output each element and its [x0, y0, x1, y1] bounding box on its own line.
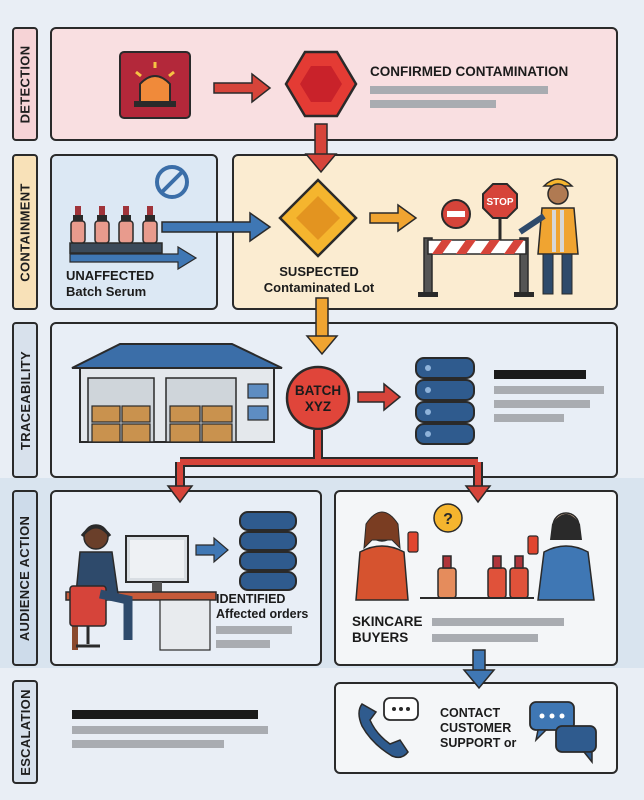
- arrow-unaffected-conveyor: [69, 245, 198, 271]
- lane-containment: CONTAINMENT: [12, 154, 38, 310]
- unaffected-line-1: UNAFFECTED: [66, 268, 155, 283]
- buyers-label: SKINCARE BUYERS: [352, 614, 423, 646]
- identified-label: IDENTIFIED Affected orders: [216, 592, 308, 622]
- safety-worker-icon: [518, 178, 579, 295]
- contact-label: CONTACT CUSTOMER SUPPORT or: [440, 706, 516, 751]
- detection-placeholder-line-2: [370, 100, 496, 108]
- contact-line-2: CUSTOMER: [440, 721, 512, 735]
- trace-placeholder-line-2: [494, 400, 590, 408]
- support-agent-icon: [65, 524, 217, 651]
- arrow-unaffected-to-suspected: [161, 211, 272, 243]
- arrow-containment-to-traceability: [305, 297, 339, 356]
- lane-detection: DETECTION: [12, 27, 38, 141]
- buyers-line-1: SKINCARE: [352, 614, 423, 629]
- warehouse-icon: [71, 343, 283, 443]
- unaffected-line-2: Batch Serum: [66, 284, 147, 299]
- warning-diamond-icon: [278, 178, 358, 258]
- escalation-placeholder-line-2: [72, 740, 224, 748]
- stop-sign-text: STOP: [486, 197, 513, 208]
- trace-placeholder-bar: [494, 370, 586, 379]
- identified-line-1: IDENTIFIED: [216, 592, 286, 606]
- unaffected-label: UNAFFECTED Batch Serum: [66, 268, 154, 300]
- detection-placeholder-line-1: [370, 86, 548, 94]
- arrow-alarm-to-hexagon: [213, 72, 272, 104]
- contamination-hexagon-icon: [284, 50, 358, 118]
- batch-line-2: XYZ: [304, 399, 332, 414]
- arrow-detection-to-containment: [304, 123, 338, 174]
- lane-traceability: TRACEABILITY: [12, 322, 38, 478]
- suspected-label: SUSPECTED Contaminated Lot: [252, 264, 386, 296]
- road-barrier-icon: [418, 237, 534, 297]
- arrow-buyers-to-contact: [462, 649, 496, 690]
- identified-placeholder-line-2: [216, 640, 270, 648]
- prohibited-icon: [155, 165, 189, 199]
- stop-sign-icon: STOP: [482, 183, 518, 240]
- phone-icon: [358, 697, 419, 759]
- detection-title: CONFIRMED CONTAMINATION: [370, 64, 569, 79]
- escalation-placeholder-bar: [72, 710, 258, 719]
- arrow-batch-to-database: [357, 382, 402, 412]
- alarm-siren-icon: [119, 51, 191, 119]
- no-entry-sign-icon: [441, 199, 471, 229]
- lane-escalation: ESCALATION: [12, 680, 38, 784]
- trace-placeholder-line-3: [494, 414, 564, 422]
- escalation-placeholder-line-1: [72, 726, 268, 734]
- batch-circle-icon: [285, 365, 351, 431]
- skincare-buyers-illustration: ?: [355, 503, 595, 601]
- suspected-line-1: SUSPECTED: [279, 264, 359, 279]
- trace-placeholder-line-1: [494, 386, 604, 394]
- buyers-placeholder-line-2: [432, 634, 538, 642]
- suspected-line-2: Contaminated Lot: [263, 280, 375, 295]
- identified-line-2: Affected orders: [216, 607, 309, 621]
- buyers-line-2: BUYERS: [352, 630, 409, 645]
- contact-line-1: CONTACT: [440, 706, 501, 720]
- arrow-agent-to-database: [195, 536, 229, 564]
- serum-bottles-icon: [69, 206, 163, 254]
- buyers-placeholder-line-1: [432, 618, 564, 626]
- database-icon-orders: [239, 511, 297, 591]
- contact-line-3: SUPPORT or: [440, 736, 517, 750]
- identified-placeholder-line-1: [216, 626, 292, 634]
- arrow-diamond-to-barrier: [369, 203, 418, 233]
- arrow-batch-split: [166, 430, 492, 504]
- batch-label: BATCH XYZ: [290, 383, 346, 415]
- lane-audience: AUDIENCE ACTION: [12, 490, 38, 666]
- batch-line-1: BATCH: [294, 383, 342, 398]
- database-icon-trace: [415, 357, 475, 445]
- chat-bubbles-icon: [529, 701, 597, 765]
- question-mark-text: ?: [443, 511, 453, 528]
